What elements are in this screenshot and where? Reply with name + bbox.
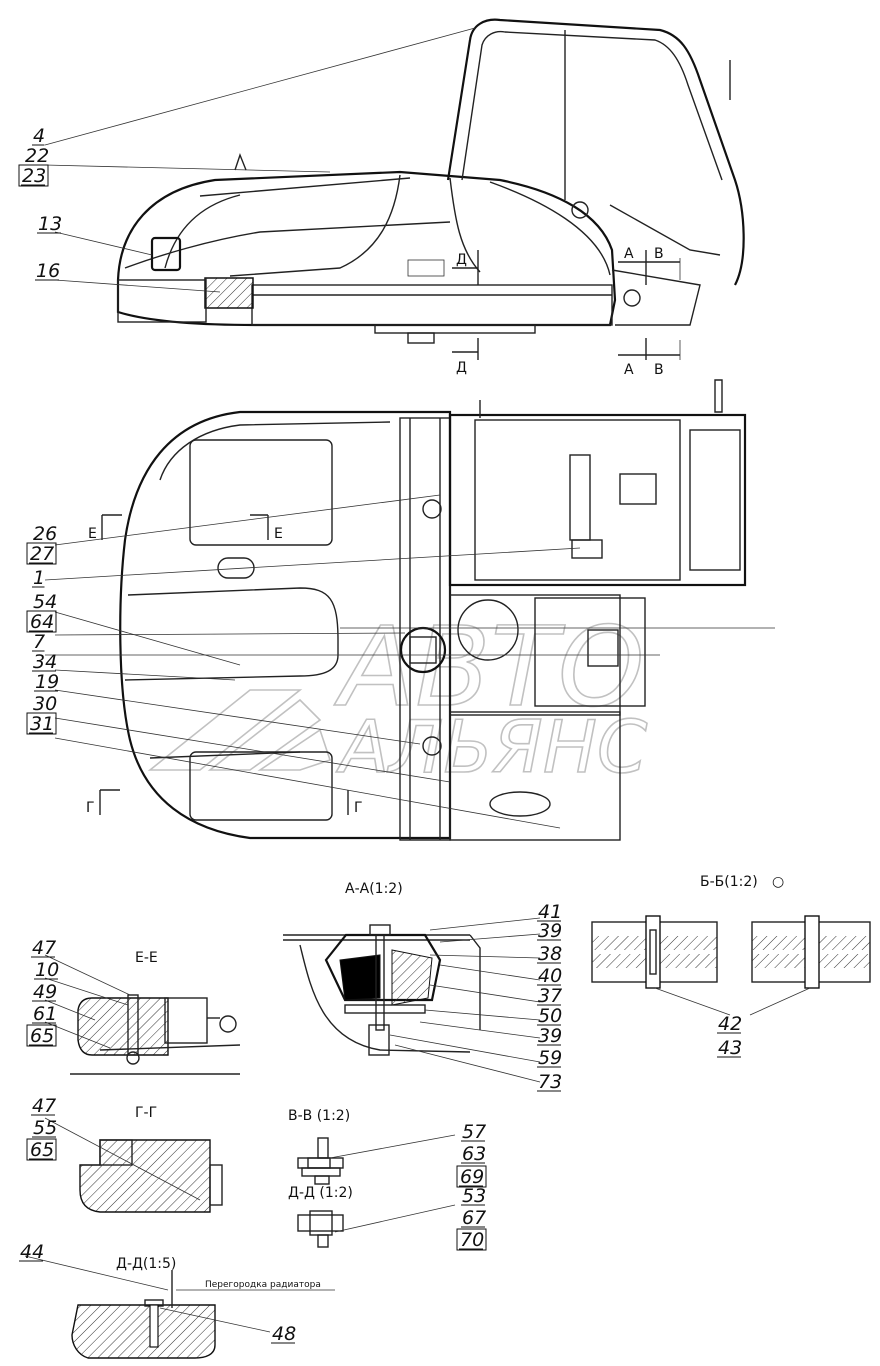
callout-label: 37	[538, 985, 562, 1007]
callout-box	[26, 610, 57, 633]
callout-label: 64	[30, 611, 54, 633]
callout-label: 73	[538, 1071, 562, 1093]
callout-label: 47	[32, 1095, 56, 1117]
section-title-dd2: Д-Д (1:2)	[288, 1185, 353, 1201]
callout-label: 23	[22, 165, 46, 187]
callout-label: 49	[33, 981, 57, 1003]
leader-lines-main	[44, 27, 660, 829]
callout-label: 19	[35, 671, 59, 693]
callout-label: 47	[32, 937, 56, 959]
callout-label: 69	[460, 1166, 484, 1188]
section-bb	[591, 915, 871, 1016]
section-mark-a-top: А	[624, 246, 634, 262]
radiator-partition-note: Перегородка радиатора	[205, 1280, 321, 1290]
section-title-aa: А-А(1:2)	[345, 881, 403, 897]
section-mark-e-left: Е	[88, 526, 97, 542]
callout-label: 39	[538, 1025, 562, 1047]
callout-label: 63	[462, 1143, 486, 1165]
section-mark-e-right: Е	[274, 526, 283, 542]
section-aa	[283, 917, 541, 1083]
section-title-dd5: Д-Д(1:5)	[116, 1256, 176, 1272]
section-mark-d-top: Д	[456, 252, 467, 268]
callout-label: 7	[33, 631, 45, 653]
callout-label: 39	[538, 920, 562, 942]
section-dd5-labels: 44 48	[19, 1241, 296, 1345]
callout-label: 31	[30, 713, 54, 735]
callout-box	[18, 164, 49, 187]
callout-label: 54	[33, 591, 57, 613]
section-ee	[44, 954, 241, 1075]
section-dd5	[24, 1255, 335, 1359]
callout-label: 34	[33, 651, 57, 673]
watermark-line1: АВТО	[334, 603, 645, 731]
callout-label: 59	[538, 1047, 562, 1069]
callout-label: 13	[38, 213, 62, 235]
section-title-gg: Г-Г	[135, 1105, 157, 1121]
section-gg	[44, 1117, 223, 1213]
callout-box	[456, 1228, 487, 1251]
callout-label: 41	[538, 901, 562, 923]
section-title-ee: Е-Е	[135, 950, 158, 966]
callout-label: 70	[460, 1229, 484, 1251]
callout-label: 22	[25, 145, 49, 167]
callout-box	[26, 1138, 57, 1161]
callout-box	[26, 1024, 57, 1047]
callout-label: 30	[33, 693, 57, 715]
section-mark-b-top: В	[654, 246, 664, 262]
watermark-line2: АЛЬЯНС	[336, 705, 648, 789]
section-mark-d-bottom: Д	[456, 360, 467, 376]
section-dd2	[297, 1204, 456, 1248]
section-title-bb: Б-Б(1:2)	[700, 874, 758, 890]
section-title-vv: В-В (1:2)	[288, 1108, 350, 1124]
side-view	[116, 18, 745, 360]
callout-label: 4	[33, 125, 45, 147]
callout-label: 53	[462, 1185, 486, 1207]
callout-label: 40	[538, 965, 562, 987]
callout-label: 1	[33, 567, 45, 589]
callout-label: 67	[462, 1207, 486, 1229]
callout-box	[26, 712, 57, 735]
top-view	[99, 379, 775, 841]
callout-label: 43	[718, 1037, 742, 1059]
callout-label: 26	[33, 523, 57, 545]
callout-label: 48	[272, 1323, 296, 1345]
section-mark-g-right: Г	[354, 800, 363, 816]
callout-label: 42	[718, 1013, 742, 1035]
callout-label: 50	[538, 1005, 562, 1027]
section-mark-a-bottom: А	[624, 362, 634, 378]
callout-label: 61	[33, 1003, 57, 1025]
callout-label: 65	[30, 1139, 54, 1161]
section-vv	[297, 1134, 456, 1185]
watermark: АВТО АЛЬЯНС	[147, 602, 649, 790]
callout-label: 27	[30, 543, 54, 565]
section-mark-g-left: Г	[86, 800, 95, 816]
callout-label: 57	[462, 1121, 486, 1143]
callout-label: 44	[20, 1241, 44, 1263]
callout-label: 16	[36, 260, 60, 282]
callout-box	[26, 542, 57, 565]
callout-label: 10	[35, 959, 59, 981]
callout-label: 38	[538, 943, 562, 965]
section-bb-rotation-mark: ○	[772, 874, 784, 890]
callout-box	[456, 1165, 487, 1188]
callout-label: 55	[33, 1117, 57, 1139]
section-mark-b-bottom: В	[654, 362, 664, 378]
callout-label: 65	[30, 1025, 54, 1047]
